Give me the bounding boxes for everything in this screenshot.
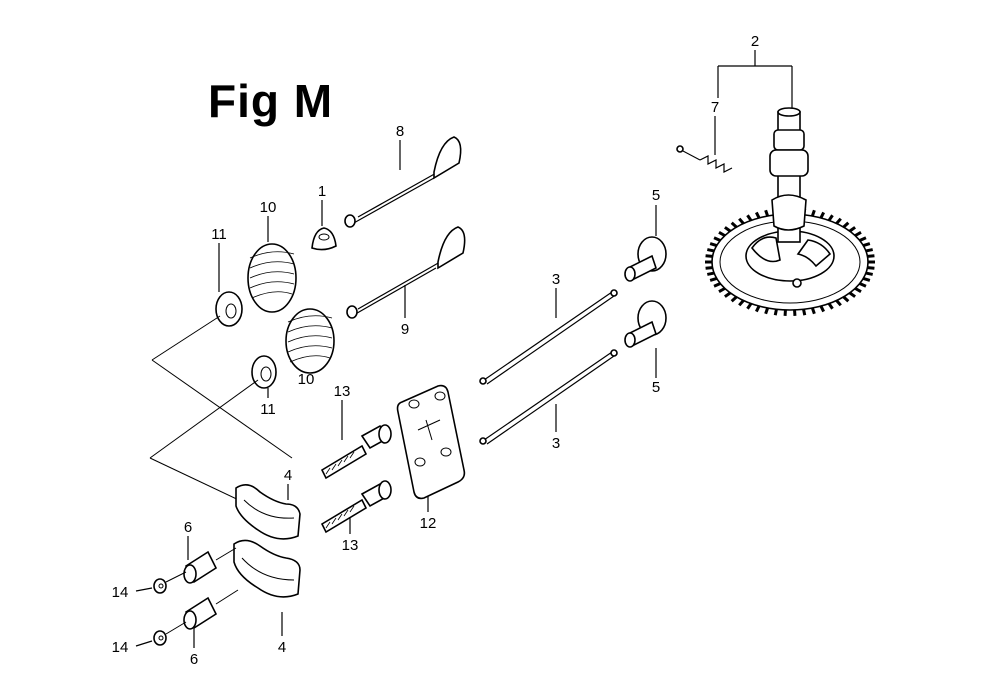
gear-tooth	[855, 232, 861, 235]
gear-tooth	[829, 304, 833, 309]
spring-retainer-upper	[216, 243, 242, 326]
callout-3-lower: 3	[552, 435, 560, 452]
rocker-arm-lower	[234, 540, 300, 636]
callout-14-upper: 14	[112, 584, 129, 601]
spring-retainer-lower	[252, 356, 276, 398]
gear-tooth	[866, 273, 873, 274]
gear-tooth	[766, 210, 768, 216]
callout-8: 8	[396, 123, 404, 140]
camshaft-gear-assembly	[677, 50, 875, 316]
gear-tooth	[837, 219, 841, 224]
gear-tooth	[837, 301, 841, 306]
push-rod-lower	[480, 350, 617, 444]
gear-tooth	[860, 284, 866, 287]
gear-tooth	[863, 244, 870, 246]
gear-tooth	[748, 215, 752, 220]
gear-tooth	[756, 212, 759, 218]
callout-13-upper: 13	[334, 383, 351, 400]
push-rod-upper	[480, 288, 617, 384]
callout-2: 2	[751, 33, 759, 50]
cam-lobe	[774, 130, 804, 150]
nut-lower	[136, 622, 186, 646]
gear-tooth	[706, 268, 713, 269]
gear-tooth	[719, 232, 725, 235]
gear-tooth	[706, 256, 713, 257]
pushrod-guide-plate	[398, 386, 465, 512]
gear-tooth	[707, 273, 714, 274]
gear-tooth	[821, 212, 824, 218]
gear-tooth	[719, 288, 725, 291]
gear-tooth	[850, 227, 855, 231]
callout-5-lower: 5	[652, 379, 660, 396]
gear-tooth	[844, 223, 849, 227]
gear-tooth	[766, 308, 768, 314]
nut-upper	[136, 572, 186, 593]
callout-10-upper: 10	[260, 199, 277, 216]
gear-tooth	[812, 210, 814, 216]
pivot-bolt-lower	[322, 481, 391, 534]
callout-5-upper: 5	[652, 187, 660, 204]
valve-keeper	[312, 200, 336, 250]
collar-upper	[184, 536, 236, 583]
gear-tooth	[714, 284, 720, 287]
gear-tooth	[829, 215, 833, 220]
callout-6-upper: 6	[184, 519, 192, 536]
gear-tooth	[812, 308, 814, 314]
gear-tooth	[844, 297, 849, 301]
gear-tooth	[739, 301, 743, 306]
gear-tooth	[855, 288, 861, 291]
tappet-upper	[625, 205, 666, 281]
callout-11-upper: 11	[211, 226, 227, 243]
gear-tooth	[866, 250, 873, 251]
gear-tooth	[756, 306, 759, 312]
valve-spring-upper	[248, 216, 296, 312]
gear-tooth	[739, 219, 743, 224]
gear-tooth	[732, 223, 737, 227]
callout-14-lower: 14	[112, 639, 129, 656]
callout-9: 9	[401, 321, 409, 338]
callout-12: 12	[420, 515, 437, 532]
valve-lower	[347, 227, 465, 318]
cam-lobe	[770, 150, 808, 176]
gear-tooth	[867, 268, 874, 269]
rocker-arm-upper	[236, 484, 300, 539]
callout-3-upper: 3	[552, 271, 560, 288]
callout-13-lower: 13	[342, 537, 359, 554]
gear-tooth	[804, 309, 805, 315]
gear-tooth	[710, 244, 717, 246]
gear-tooth	[725, 227, 730, 231]
gear-tooth	[821, 306, 824, 312]
gear-tooth	[850, 293, 855, 297]
callout-7: 7	[711, 99, 719, 116]
callout-4-lower: 4	[278, 639, 286, 656]
figure-title: Fig M	[208, 74, 333, 128]
callout-4-upper: 4	[284, 467, 292, 484]
gear-tooth	[714, 238, 720, 241]
callout-1: 1	[318, 183, 326, 200]
valve-upper	[345, 137, 461, 227]
callout-11-lower: 11	[260, 401, 276, 418]
gear-tooth	[863, 278, 870, 280]
gear-tooth	[748, 304, 752, 309]
gear-tooth	[710, 278, 717, 280]
gear-tooth	[775, 309, 776, 315]
cam-lobe	[772, 195, 806, 230]
spring-pin	[677, 146, 732, 172]
callout-6-lower: 6	[190, 651, 198, 668]
valve-spring-lower	[286, 309, 334, 373]
gear-tooth	[867, 256, 874, 257]
gear-tooth	[707, 250, 714, 251]
gear-tooth	[860, 238, 866, 241]
gear-tooth	[732, 297, 737, 301]
tappet-lower	[625, 301, 666, 378]
collar-lower	[184, 590, 238, 648]
gear-tooth	[725, 293, 730, 297]
pivot-bolt-upper	[322, 400, 391, 478]
callout-10-lower: 10	[298, 371, 315, 388]
